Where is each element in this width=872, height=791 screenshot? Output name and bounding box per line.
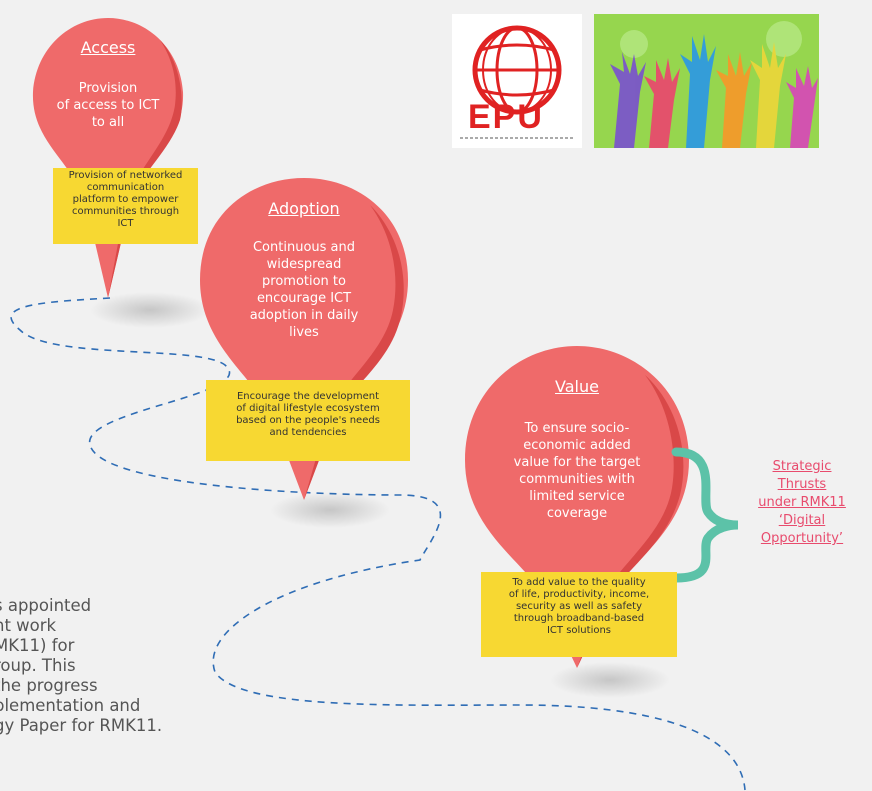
pin-shadow [90,292,210,328]
note-line: Provision of networked [68,170,183,181]
note-line: of life, productivity, income, [508,589,650,600]
thrust-line: Strategic [772,459,832,474]
paragraph-line: nt work [0,616,57,635]
paragraph-line: MK11) for [0,636,75,655]
note-line: platform to empower [72,194,179,205]
epu-logo: EPU [452,14,582,148]
pin-description-line: To ensure socio- [524,421,630,436]
pin-title-adoption: Adoption [268,199,340,218]
pin-description-line: economic added [523,438,631,453]
note-line: through broadband-based [513,613,645,624]
pin-description-line: of access to ICT [56,98,160,113]
note-line: Encourage the development [236,391,380,402]
paragraph-line: plementation and [0,696,141,715]
pin-description-access: Provision of access to ICT to all [48,80,168,131]
note-adoption: Encourage the development of digital lif… [206,380,410,461]
note-line: of digital lifestyle ecosystem [236,403,380,414]
note-access: Provision of networked communication pla… [53,168,198,244]
epu-logo-text: EPU [468,98,544,136]
pin-shadow [270,492,390,528]
note-line: To add value to the quality [512,577,646,588]
pin-title-access: Access [80,38,136,57]
thrust-line: ‘Digital [778,513,826,528]
pin-description-value: To ensure socio- economic added value fo… [497,420,657,522]
paragraph-line: the progress [0,676,98,695]
pin-description-line: encourage ICT [256,291,352,306]
pin-description-line: widespread [266,257,342,272]
pin-description-line: Provision [78,81,138,96]
globe-icon [460,25,574,139]
pin-description-adoption: Continuous and widespread promotion to e… [224,239,384,341]
note-line: security as well as safety [515,601,643,612]
strategic-thrusts-link[interactable]: Strategic Thrusts under RMK11 ‘Digital O… [737,458,867,548]
note-line: and tendencies [269,427,347,438]
paragraph-line: s appointed [0,596,92,615]
body-paragraph: s appointed nt work MK11) for roup. This… [0,596,424,736]
note-line: communities through [71,206,180,217]
pin-description-line: value for the target [513,455,641,470]
thrust-line: Thrusts [777,477,827,492]
pin-description-line: to all [91,115,125,130]
pin-description-line: Continuous and [252,240,355,255]
pin-title-value: Value [555,377,599,396]
note-line: ICT [117,218,134,229]
paragraph-line: gy Paper for RMK11. [0,716,163,735]
curly-brace-icon [671,447,739,583]
pin-value [465,346,689,668]
dashed-path [10,297,746,791]
pin-description-line: adoption in daily [249,308,359,323]
raised-hands-image [594,14,819,148]
hands-icon [594,14,819,148]
note-value: To add value to the quality of life, pro… [481,572,677,657]
pin-description-line: limited service [529,489,625,504]
note-line: communication [86,182,165,193]
pin-access [32,18,184,298]
thrust-line: under RMK11 [758,495,846,510]
pin-shadow [550,662,670,698]
thrust-line: Opportunity’ [760,531,844,546]
pin-description-line: communities with [519,472,635,487]
pin-description-line: coverage [546,506,608,521]
pin-description-line: lives [289,325,319,340]
note-line: based on the people's needs [236,415,380,426]
note-line: ICT solutions [546,625,612,636]
pin-description-line: promotion to [262,274,346,289]
paragraph-line: roup. This [0,656,76,675]
